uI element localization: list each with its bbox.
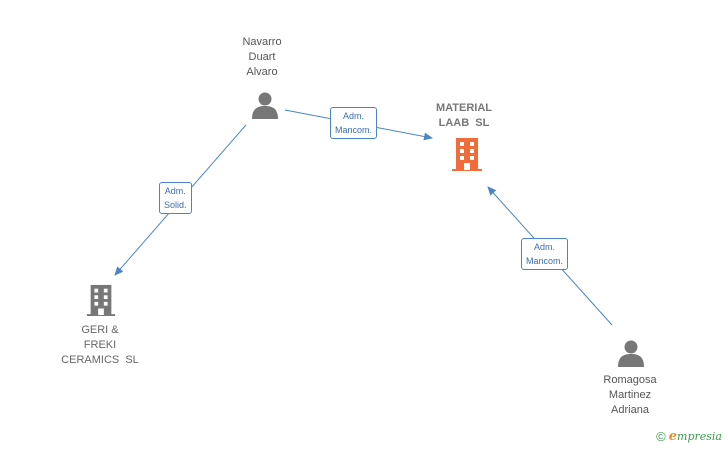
edge-label-line: Mancom. (526, 256, 564, 266)
person-label-romagosa[interactable]: Romagosa Martinez Adriana (590, 373, 670, 418)
edge-label-line: Solid. (164, 200, 187, 210)
label-line: Martinez (608, 389, 652, 401)
person-icon-romagosa[interactable] (616, 338, 646, 368)
label-line: LAAB SL (438, 117, 490, 129)
label-line: Romagosa (603, 374, 657, 386)
label-line: Adriana (611, 404, 649, 416)
copyright-icon: © (656, 429, 666, 444)
edge-label-navarro-geri: Adm. Solid. (159, 182, 192, 214)
person-icon-navarro[interactable] (250, 90, 280, 120)
label-line: Alvaro (246, 66, 278, 78)
company-label-material-laab[interactable]: MATERIAL LAAB SL (420, 101, 508, 131)
brand-first-letter: e (668, 429, 678, 444)
building-icon-geri-freki[interactable] (85, 283, 117, 317)
edge-label-line: Adm. (343, 111, 365, 121)
label-line: CERAMICS SL (61, 354, 139, 366)
label-line: FREKI (83, 339, 117, 351)
label-line: MATERIAL (435, 102, 492, 114)
label-line: Duart (248, 51, 276, 63)
edge-label-line: Mancom. (335, 125, 373, 135)
edge-label-navarro-material: Adm. Mancom. (330, 107, 378, 139)
brand-wordmark: empresia (669, 429, 722, 444)
label-line: GERI & (81, 324, 119, 336)
edge-label-line: Adm. (164, 186, 186, 196)
empresia-logo: © empresia (656, 429, 722, 444)
brand-rest: mpresia (677, 430, 722, 443)
building-icon-material-laab[interactable] (450, 136, 484, 172)
person-label-navarro[interactable]: Navarro Duart Alvaro (224, 35, 300, 80)
label-line: Navarro (242, 36, 282, 48)
company-label-geri-freki[interactable]: GERI & FREKI CERAMICS SL (50, 323, 150, 368)
edge-label-romagosa-material: Adm. Mancom. (521, 238, 569, 270)
edge-label-line: Adm. (534, 242, 556, 252)
